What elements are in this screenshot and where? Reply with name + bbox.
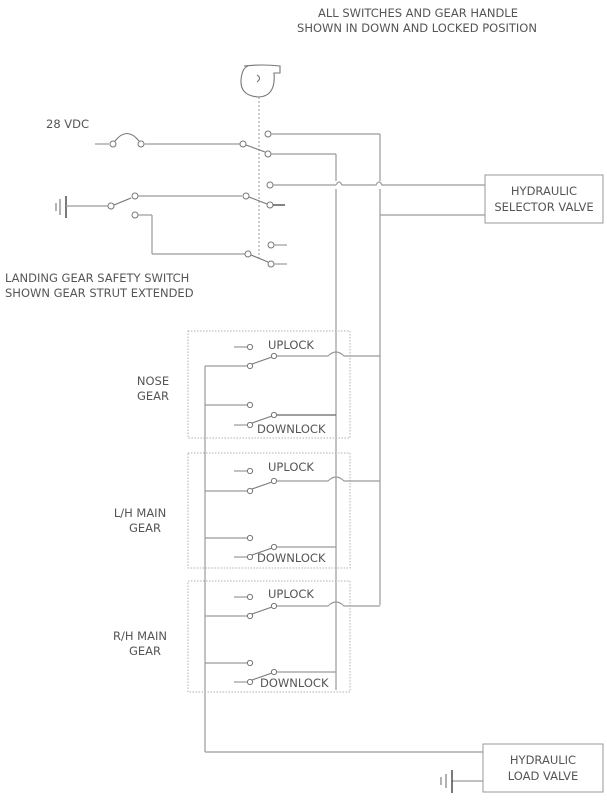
hydraulic-selector-valve: HYDRAULIC SELECTOR VALVE [484,174,604,224]
gear-group-lh-main: L/H MAIN GEAR UPLOCK DOWNLOCK [114,452,380,569]
gear-name-line1: L/H MAIN [114,506,166,520]
downlock-label: DOWNLOCK [257,551,326,565]
gear-name-line1: R/H MAIN [113,629,167,643]
gear-name-line2: GEAR [129,644,161,658]
note-top-line1: ALL SWITCHES AND GEAR HANDLE [318,6,518,20]
gear-group-rh-main: R/H MAIN GEAR UPLOCK DOWNLOCK [113,580,380,693]
gear-handle-icon [240,64,281,98]
switch-icon [242,181,274,209]
gear-name-line2: GEAR [129,521,161,535]
safety-switch-icon [107,192,139,219]
circuit-breaker-icon [95,132,145,148]
gear-group-nose: NOSE GEAR UPLOCK DOWNLOCK [137,330,380,439]
downlock-label: DOWNLOCK [257,422,326,436]
uplock-label: UPLOCK [268,587,314,601]
gear-name-line1: NOSE [137,374,169,388]
gear-name-line2: GEAR [137,389,169,403]
note-safety-line2: SHOWN GEAR STRUT EXTENDED [5,286,194,300]
ground-icon [55,196,67,218]
note-top-line2: SHOWN IN DOWN AND LOCKED POSITION [297,21,537,35]
supply-label: 28 VDC [46,117,89,131]
switch-icon [239,130,272,158]
selector-valve-line2: SELECTOR VALVE [494,200,593,214]
uplock-label: UPLOCK [268,460,314,474]
hydraulic-load-valve: HYDRAULIC LOAD VALVE [482,743,604,793]
selector-valve-line1: HYDRAULIC [511,184,577,198]
downlock-label: DOWNLOCK [260,676,329,690]
uplock-label: UPLOCK [268,338,314,352]
note-safety-line1: LANDING GEAR SAFETY SWITCH [5,271,189,285]
load-valve-line1: HYDRAULIC [510,753,576,767]
load-valve-line2: LOAD VALVE [508,769,579,783]
switch-icon [244,241,275,268]
ground-icon [440,770,453,793]
